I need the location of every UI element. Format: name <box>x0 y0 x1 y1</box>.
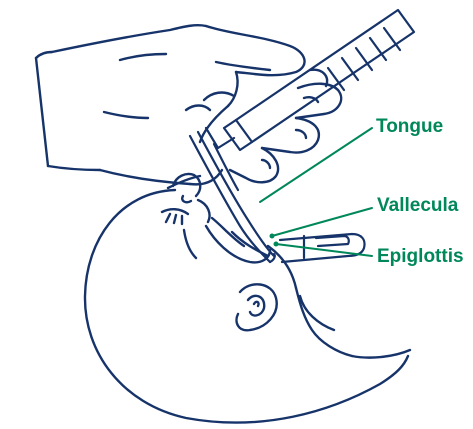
epiglottis-marker <box>274 242 279 247</box>
vallecula-leader <box>272 208 372 236</box>
vallecula-label: Vallecula <box>377 196 458 215</box>
gloved-hand-icon <box>36 25 341 184</box>
epiglottis-label: Epiglottis <box>377 247 464 266</box>
airway-tube-icon <box>280 234 365 262</box>
vallecula-marker <box>270 234 275 239</box>
tongue-label: Tongue <box>376 117 443 136</box>
